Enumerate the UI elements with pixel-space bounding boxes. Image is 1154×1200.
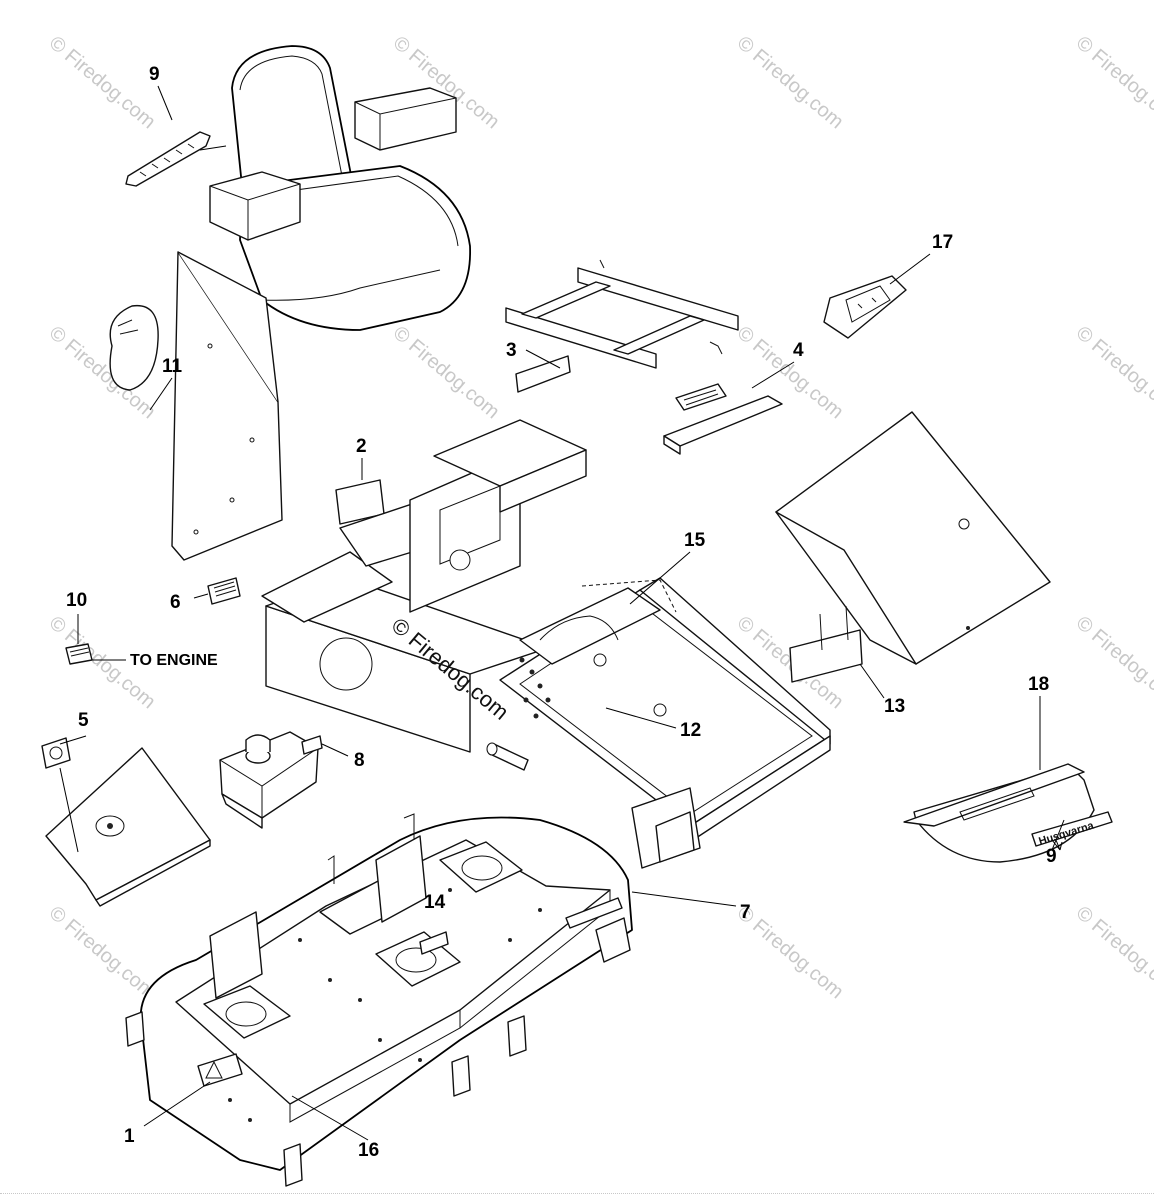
leader-line: [525, 349, 561, 369]
callout-2: 2: [356, 436, 367, 457]
leader-line: [1051, 819, 1065, 851]
callout-18: 18: [1028, 674, 1049, 695]
callout-7: 7: [740, 902, 751, 923]
callout-4: 4: [793, 340, 804, 361]
callout-8: 8: [354, 750, 365, 771]
leader-line: [59, 735, 87, 745]
callout-13: 13: [884, 696, 905, 717]
frame-icon: [261, 419, 831, 869]
leader-line: [193, 593, 209, 599]
decal-icon: [65, 643, 93, 665]
callout-3: 3: [506, 340, 517, 361]
trim-tray-icon: [903, 763, 1095, 863]
decal-icon: [207, 577, 241, 605]
leader-line: [291, 1095, 369, 1141]
side-panel-icon: [171, 251, 283, 561]
control-bracket-icon: [823, 275, 907, 339]
seat-icon: [209, 45, 471, 331]
callout-14: 14: [424, 892, 446, 913]
callout-9-bottom: 9: [1046, 846, 1057, 867]
seat-bracket-icon: [505, 259, 739, 369]
floor-pan-icon: [775, 411, 1051, 683]
callout-1: 1: [124, 1126, 135, 1147]
watermark-text: © Firedog.com: [1072, 612, 1154, 713]
leader-line: [889, 253, 931, 285]
watermark-text: © Firedog.com: [1072, 902, 1154, 1003]
leader-line: [143, 1081, 211, 1127]
leader-line: [321, 743, 349, 757]
watermark-text: © Firedog.com: [45, 32, 160, 133]
callout-17: 17: [932, 232, 953, 253]
decal-icon: [515, 355, 571, 393]
decal-icon: [301, 735, 323, 755]
seat-adjuster-icon: [125, 131, 211, 187]
leader-line: [157, 85, 173, 121]
leader-line: [629, 551, 691, 605]
leader-line: [631, 891, 737, 907]
callout-9-top: 9: [149, 64, 160, 85]
watermark-text: © Firedog.com: [1072, 32, 1154, 133]
callout-15: 15: [684, 530, 706, 551]
cover-plate-icon: [45, 747, 211, 907]
watermark-text: © Firedog.com: [733, 32, 848, 133]
foam-pad-icon: [109, 304, 159, 391]
leader-line: [1059, 841, 1063, 851]
leader-line: [859, 663, 885, 699]
mounting-plate-icon: [663, 383, 783, 455]
watermark-text: © Firedog.com: [45, 902, 160, 1003]
callout-11: 11: [162, 356, 183, 377]
leader-line: [59, 767, 79, 853]
decal-icon: [41, 737, 71, 769]
mower-deck-icon: [125, 813, 633, 1187]
callout-10: 10: [66, 590, 87, 611]
leader-line: [751, 361, 795, 389]
watermark-text: © Firedog.com: [1072, 322, 1154, 423]
watermark-text: © Firedog.com: [389, 322, 504, 423]
footer-divider: [0, 1193, 1154, 1194]
to-engine-note: TO ENGINE: [130, 652, 218, 669]
callout-6: 6: [170, 592, 181, 613]
leader-line: [149, 377, 173, 411]
leader-line: [199, 145, 227, 151]
callout-5: 5: [78, 710, 89, 731]
callout-16: 16: [358, 1140, 379, 1161]
callout-12: 12: [680, 720, 701, 741]
fuel-tank-icon: [219, 731, 319, 829]
leader-line: [605, 707, 677, 729]
